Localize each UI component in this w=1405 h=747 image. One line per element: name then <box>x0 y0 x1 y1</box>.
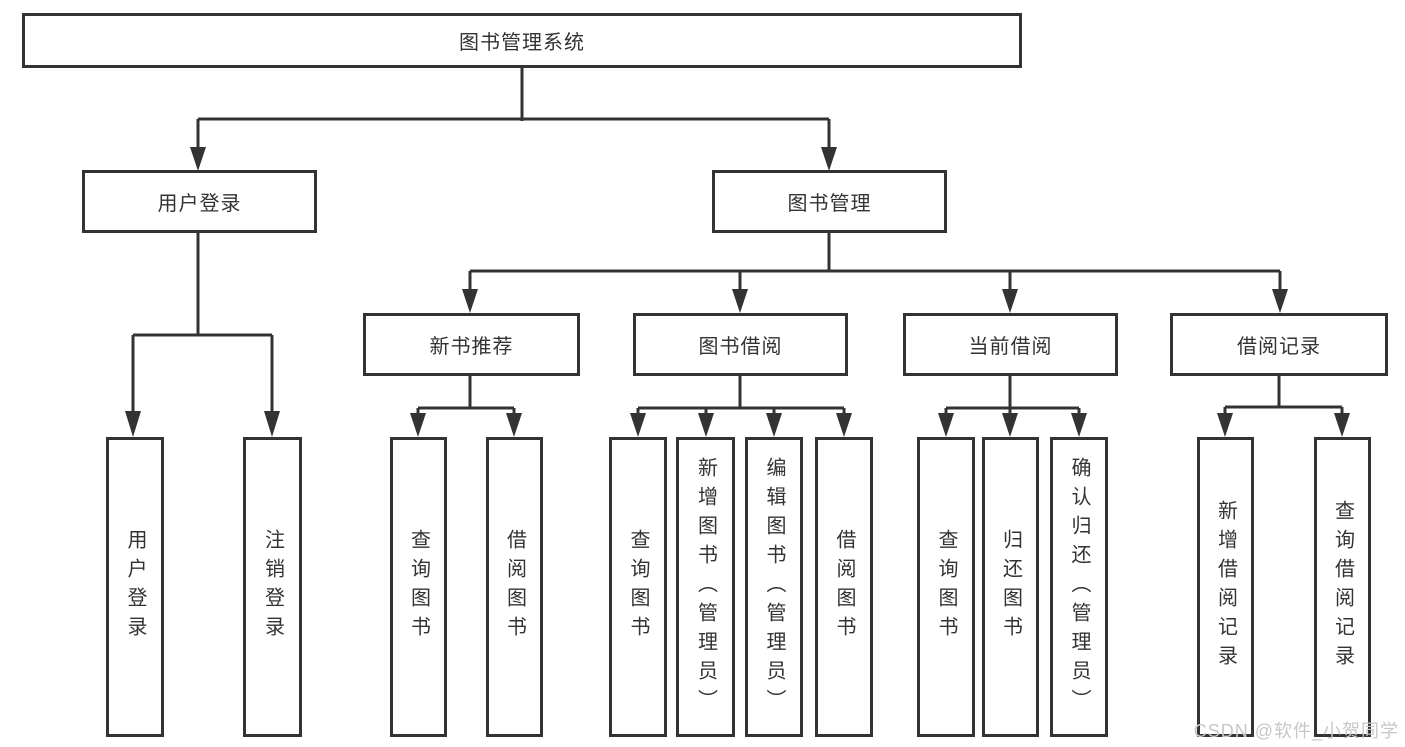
arrowheads <box>125 147 1350 437</box>
connector-borrowrecords-to-children <box>1223 376 1344 415</box>
node-leaf-bb-add-books-admin-label: 新增图书（管理员） <box>694 456 717 718</box>
connector-bookmgmt-to-sections <box>468 233 1282 292</box>
node-leaf-nbr-borrow-books-label: 借阅图书 <box>503 529 526 645</box>
node-current-borrowing: 当前借阅 <box>903 313 1118 376</box>
node-new-book-recommend: 新书推荐 <box>363 313 580 376</box>
node-leaf-bb-query-books: 查询图书 <box>609 437 667 737</box>
csdn-watermark: CSDN @软件_小贺同学 <box>1193 721 1399 741</box>
node-leaf-cb-query-books-label: 查询图书 <box>935 529 957 645</box>
connector-currentborrow-to-children <box>944 376 1081 415</box>
node-leaf-cb-confirm-return-admin-label: 确认归还（管理员） <box>1068 456 1090 718</box>
node-leaf-bb-edit-books-admin-label: 编辑图书（管理员） <box>763 456 785 718</box>
node-leaf-cb-query-books: 查询图书 <box>917 437 975 737</box>
connector-userlogin-to-children <box>131 233 274 413</box>
node-book-management-module: 图书管理 <box>712 170 947 233</box>
node-leaf-user-login: 用户登录 <box>106 437 164 737</box>
node-leaf-bb-query-books-label: 查询图书 <box>627 529 649 645</box>
node-new-book-recommend-label: 新书推荐 <box>429 336 514 358</box>
node-root-system: 图书管理系统 <box>22 13 1022 68</box>
node-current-borrowing-label: 当前借阅 <box>968 336 1053 358</box>
connector-newbookrec-to-children <box>416 376 516 415</box>
node-leaf-nbr-query-books: 查询图书 <box>390 437 447 737</box>
connector-root-to-level2 <box>196 68 831 150</box>
node-leaf-bb-borrow-books-label: 借阅图书 <box>833 529 855 645</box>
node-leaf-bb-borrow-books: 借阅图书 <box>815 437 873 737</box>
node-leaf-logout-label: 注销登录 <box>261 529 284 645</box>
node-leaf-cb-return-books-label: 归还图书 <box>999 529 1022 645</box>
node-leaf-nbr-borrow-books: 借阅图书 <box>486 437 543 737</box>
node-book-management-label: 图书管理 <box>787 193 872 215</box>
node-user-login-module: 用户登录 <box>82 170 317 233</box>
node-leaf-user-login-label: 用户登录 <box>124 529 146 645</box>
node-borrowing-records: 借阅记录 <box>1170 313 1388 376</box>
node-leaf-logout: 注销登录 <box>243 437 302 737</box>
node-leaf-br-query-record-label: 查询借阅记录 <box>1331 500 1354 674</box>
node-book-borrowing: 图书借阅 <box>633 313 848 376</box>
node-user-login-label: 用户登录 <box>157 193 242 215</box>
node-leaf-br-add-record-label: 新增借阅记录 <box>1214 500 1237 674</box>
node-leaf-br-query-record: 查询借阅记录 <box>1314 437 1371 737</box>
node-leaf-bb-edit-books-admin: 编辑图书（管理员） <box>745 437 803 737</box>
node-root-label: 图书管理系统 <box>459 32 585 54</box>
node-leaf-cb-confirm-return-admin: 确认归还（管理员） <box>1050 437 1108 737</box>
node-leaf-cb-return-books: 归还图书 <box>982 437 1039 737</box>
connector-bookborrow-to-children <box>636 376 846 415</box>
node-book-borrowing-label: 图书借阅 <box>698 336 783 358</box>
node-borrowing-records-label: 借阅记录 <box>1237 336 1321 358</box>
node-leaf-nbr-query-books-label: 查询图书 <box>407 529 430 645</box>
node-leaf-br-add-record: 新增借阅记录 <box>1197 437 1254 737</box>
node-leaf-bb-add-books-admin: 新增图书（管理员） <box>676 437 735 737</box>
